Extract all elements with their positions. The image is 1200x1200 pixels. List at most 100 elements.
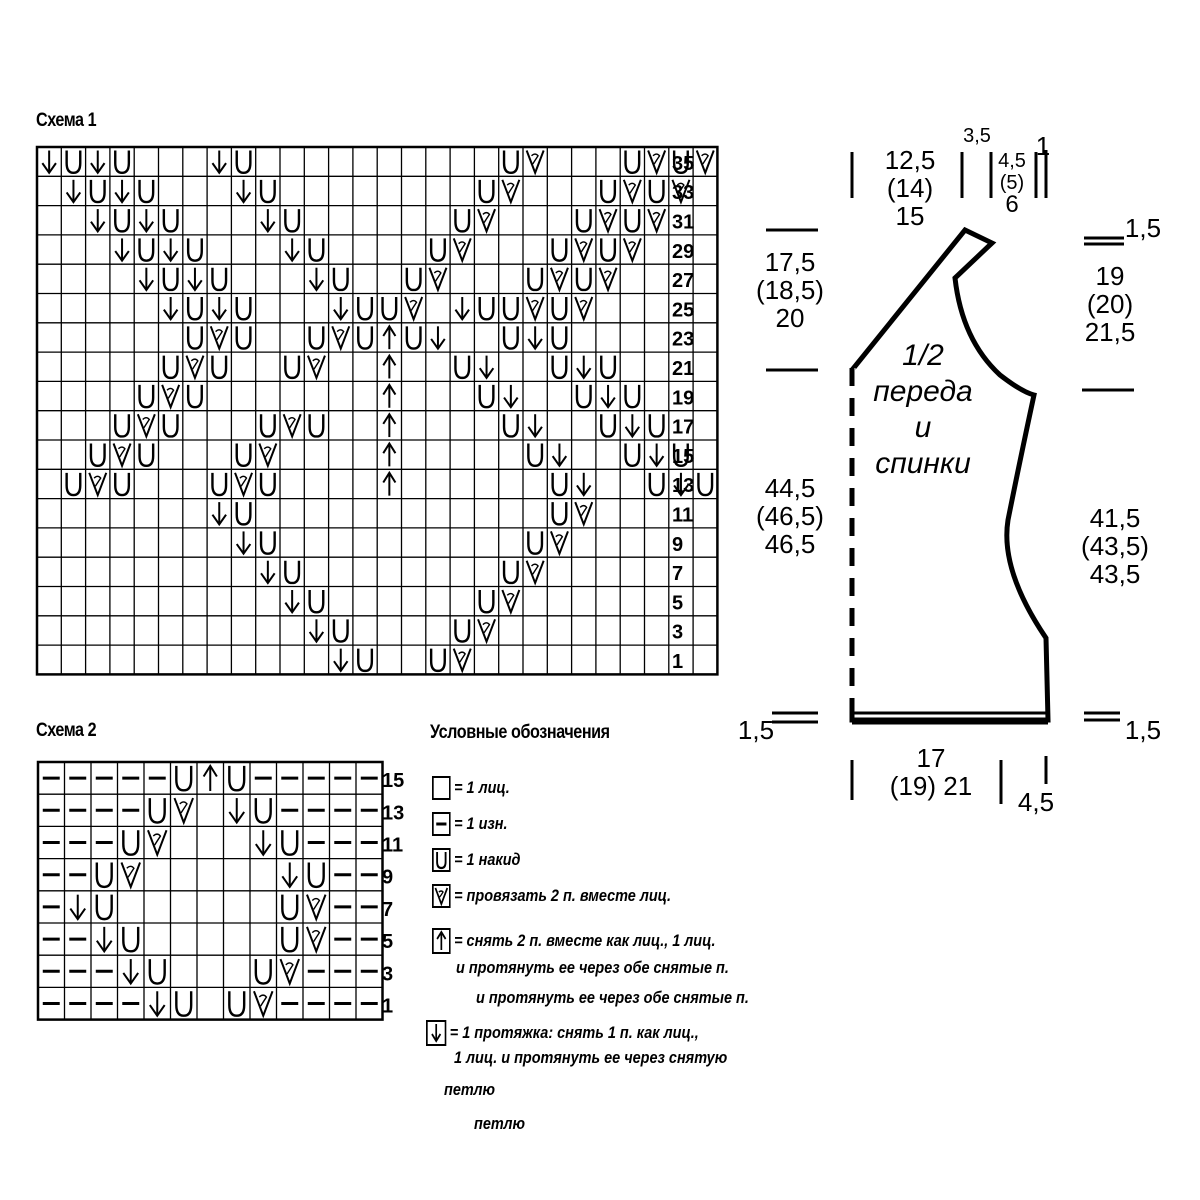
- legend-cont-1: и протянуть ее через обе снятые п.: [456, 958, 729, 977]
- yarn-over-icon: [432, 848, 451, 872]
- dim-right-body: 41,5(43,5)43,5: [1081, 503, 1149, 589]
- yarn-over-icon: [600, 414, 617, 438]
- yarn-over-icon: [89, 443, 106, 467]
- yarn-over-icon: [575, 267, 592, 292]
- ssk-icon: [122, 959, 139, 986]
- yarn-over-icon: [211, 267, 228, 292]
- yarn-over-icon: [405, 267, 422, 292]
- yarn-over-icon: [308, 414, 325, 438]
- row-label: 9: [672, 534, 683, 556]
- yarn-over-icon: [175, 765, 193, 792]
- ssk-icon: [333, 297, 349, 322]
- yarn-over-icon: [600, 238, 617, 262]
- ssk-icon: [284, 590, 300, 615]
- yarn-over-icon: [186, 238, 203, 262]
- ssk-icon: [600, 384, 616, 409]
- yarn-over-icon: [648, 179, 665, 204]
- k2tog-icon: [404, 296, 424, 323]
- legend-item-knit: = 1 лиц.: [432, 776, 510, 800]
- row-label: 1: [672, 651, 683, 673]
- yarn-over-icon: [648, 414, 665, 438]
- legend-cont-3: 1 лиц. и протянуть ее через снятую: [454, 1048, 728, 1067]
- slip2-icon: [382, 470, 397, 496]
- dim-bottom-right: 4,5: [1017, 787, 1055, 817]
- ssk-icon: [551, 443, 568, 468]
- k2tog-icon: [331, 325, 351, 352]
- ssk-icon: [228, 798, 245, 825]
- yarn-over-icon: [211, 355, 228, 380]
- row-label: 25: [672, 299, 694, 321]
- yarn-over-icon: [281, 894, 299, 921]
- k2tog-icon: [647, 208, 667, 235]
- yarn-over-icon: [259, 531, 276, 555]
- dim-top-mid: 3,5: [963, 125, 991, 147]
- slip2-icon: [382, 383, 397, 408]
- yarn-over-icon: [478, 179, 495, 204]
- dim-top-right: 1: [1035, 131, 1051, 161]
- yarn-over-icon: [284, 209, 301, 233]
- ssk-icon: [138, 209, 154, 234]
- dim-bottom: 17(19) 21: [889, 743, 973, 801]
- yarn-over-icon: [551, 326, 568, 350]
- legend-item-s2: = снять 2 п. вместе как лиц., 1 лиц.: [432, 928, 715, 954]
- yarn-over-icon: [95, 894, 113, 921]
- ssk-icon: [281, 862, 298, 889]
- row-label: 5: [672, 592, 683, 614]
- yarn-over-icon: [235, 443, 252, 467]
- ssk-icon: [576, 472, 592, 497]
- k2tog-icon: [574, 296, 594, 323]
- yarn-over-icon: [478, 297, 495, 321]
- yarn-over-icon: [381, 297, 398, 321]
- ssk-icon: [673, 472, 689, 497]
- yarn-over-icon: [138, 384, 155, 409]
- row-label: 31: [672, 211, 694, 233]
- yarn-over-icon: [478, 590, 495, 614]
- k2tog-icon: [112, 443, 132, 469]
- slip2-icon: [382, 324, 397, 350]
- yarn-over-icon: [357, 326, 374, 350]
- legend-title: Условные обозначения: [430, 722, 610, 743]
- k2tog-icon: [88, 472, 108, 498]
- k2tog-icon: [647, 150, 667, 176]
- yarn-over-icon: [332, 267, 349, 292]
- garment-pattern: [766, 150, 1134, 804]
- garment-outline: [849, 226, 1051, 723]
- ssk-icon: [163, 238, 179, 263]
- ssk-icon: [255, 830, 272, 857]
- piece-label: 1/2 переда и спинки: [873, 339, 973, 480]
- yarn-over-icon: [600, 179, 617, 204]
- ssk-icon: [478, 355, 495, 380]
- yarn-over-icon: [284, 355, 301, 380]
- ssk-icon: [260, 209, 276, 234]
- slip2-icon: [382, 412, 397, 438]
- yarn-over-icon: [122, 830, 140, 856]
- row-label: 7: [382, 899, 393, 921]
- yarn-over-icon: [235, 326, 252, 350]
- k2tog-icon: [477, 208, 496, 235]
- k2tog-icon: [253, 990, 274, 1019]
- dim-right-bottom: 1,5: [1124, 715, 1162, 745]
- yarn-over-icon: [527, 443, 544, 467]
- k2tog-icon: [185, 355, 205, 381]
- scheme1-title: Схема 1: [36, 110, 97, 131]
- k2tog-icon: [622, 238, 642, 264]
- ssk-icon: [308, 619, 325, 644]
- k2tog-icon: [452, 238, 472, 264]
- legend-text: = 1 накид: [454, 850, 521, 869]
- row-label: 21: [672, 358, 694, 380]
- row-label: 15: [672, 446, 694, 468]
- ssk-icon: [649, 443, 665, 468]
- row-label: 11: [382, 835, 403, 857]
- legend-cont-2: и протянуть ее через обе снятые п.: [476, 988, 749, 1007]
- yarn-over-icon: [162, 209, 179, 233]
- k2tog-icon: [501, 589, 521, 616]
- yarn-over-icon: [551, 238, 568, 262]
- yarn-over-icon: [228, 765, 246, 792]
- dim-top-small: 4,5(5)6: [998, 150, 1026, 218]
- k2tog-icon: [306, 894, 327, 922]
- k2tog-icon: [173, 797, 194, 826]
- yarn-over-icon: [308, 326, 325, 350]
- row-label: 7: [672, 563, 683, 585]
- yarn-over-icon: [148, 798, 166, 824]
